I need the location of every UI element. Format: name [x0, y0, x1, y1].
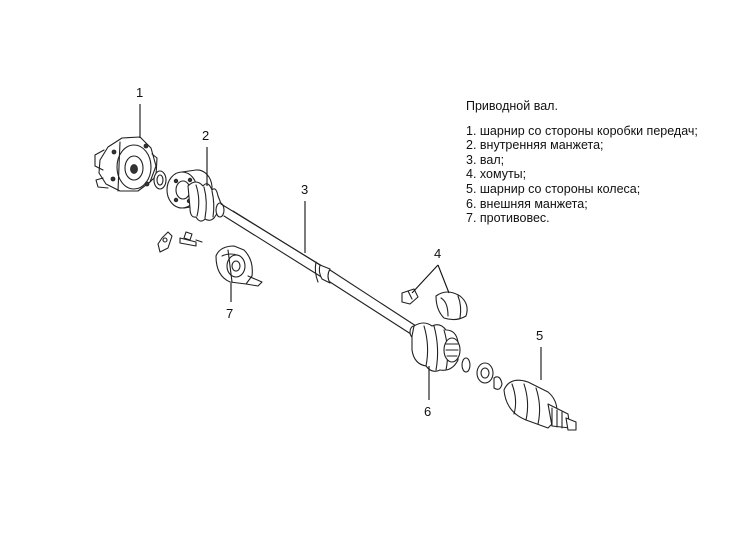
callout-6: 6: [424, 366, 431, 419]
callout-6-label: 6: [424, 404, 431, 419]
small-fasteners: [157, 231, 203, 253]
outer-washers: [461, 357, 503, 390]
inner-cv-joint: [94, 136, 158, 192]
callout-1-label: 1: [136, 85, 143, 100]
callout-4-label: 4: [434, 246, 441, 261]
callout-3: 3: [301, 182, 308, 253]
callout-5-label: 5: [536, 328, 543, 343]
legend: Приводной вал. 1. шарнир со стороны коро…: [466, 99, 741, 226]
inner-boot: [166, 169, 225, 222]
callout-2-label: 2: [202, 128, 209, 143]
legend-item-1: 1. шарнир со стороны коробки передач;: [466, 123, 698, 138]
legend-title: Приводной вал.: [466, 99, 558, 113]
clamps: [401, 288, 468, 321]
joint-washer: [153, 170, 167, 190]
counterweight: [215, 245, 263, 287]
legend-item-2: 2. внутренняя манжета;: [466, 138, 604, 153]
legend-item-7: 7. противовес.: [466, 211, 550, 226]
legend-item-4: 4. хомуты;: [466, 167, 527, 182]
callout-1: 1: [136, 85, 143, 138]
callout-4: 4: [411, 246, 450, 294]
callout-7: 7: [226, 283, 233, 321]
legend-item-3: 3. вал;: [466, 152, 505, 167]
callout-5: 5: [536, 328, 543, 380]
callout-3-label: 3: [301, 182, 308, 197]
callout-7-label: 7: [226, 306, 233, 321]
legend-item-6: 6. внешняя манжета;: [466, 196, 588, 211]
outer-cv-joint: [503, 379, 577, 431]
drive-shaft: [220, 203, 417, 337]
legend-item-5: 5. шарнир со стороны колеса;: [466, 181, 641, 196]
outer-boot: [409, 322, 461, 372]
callout-2: 2: [202, 128, 209, 186]
